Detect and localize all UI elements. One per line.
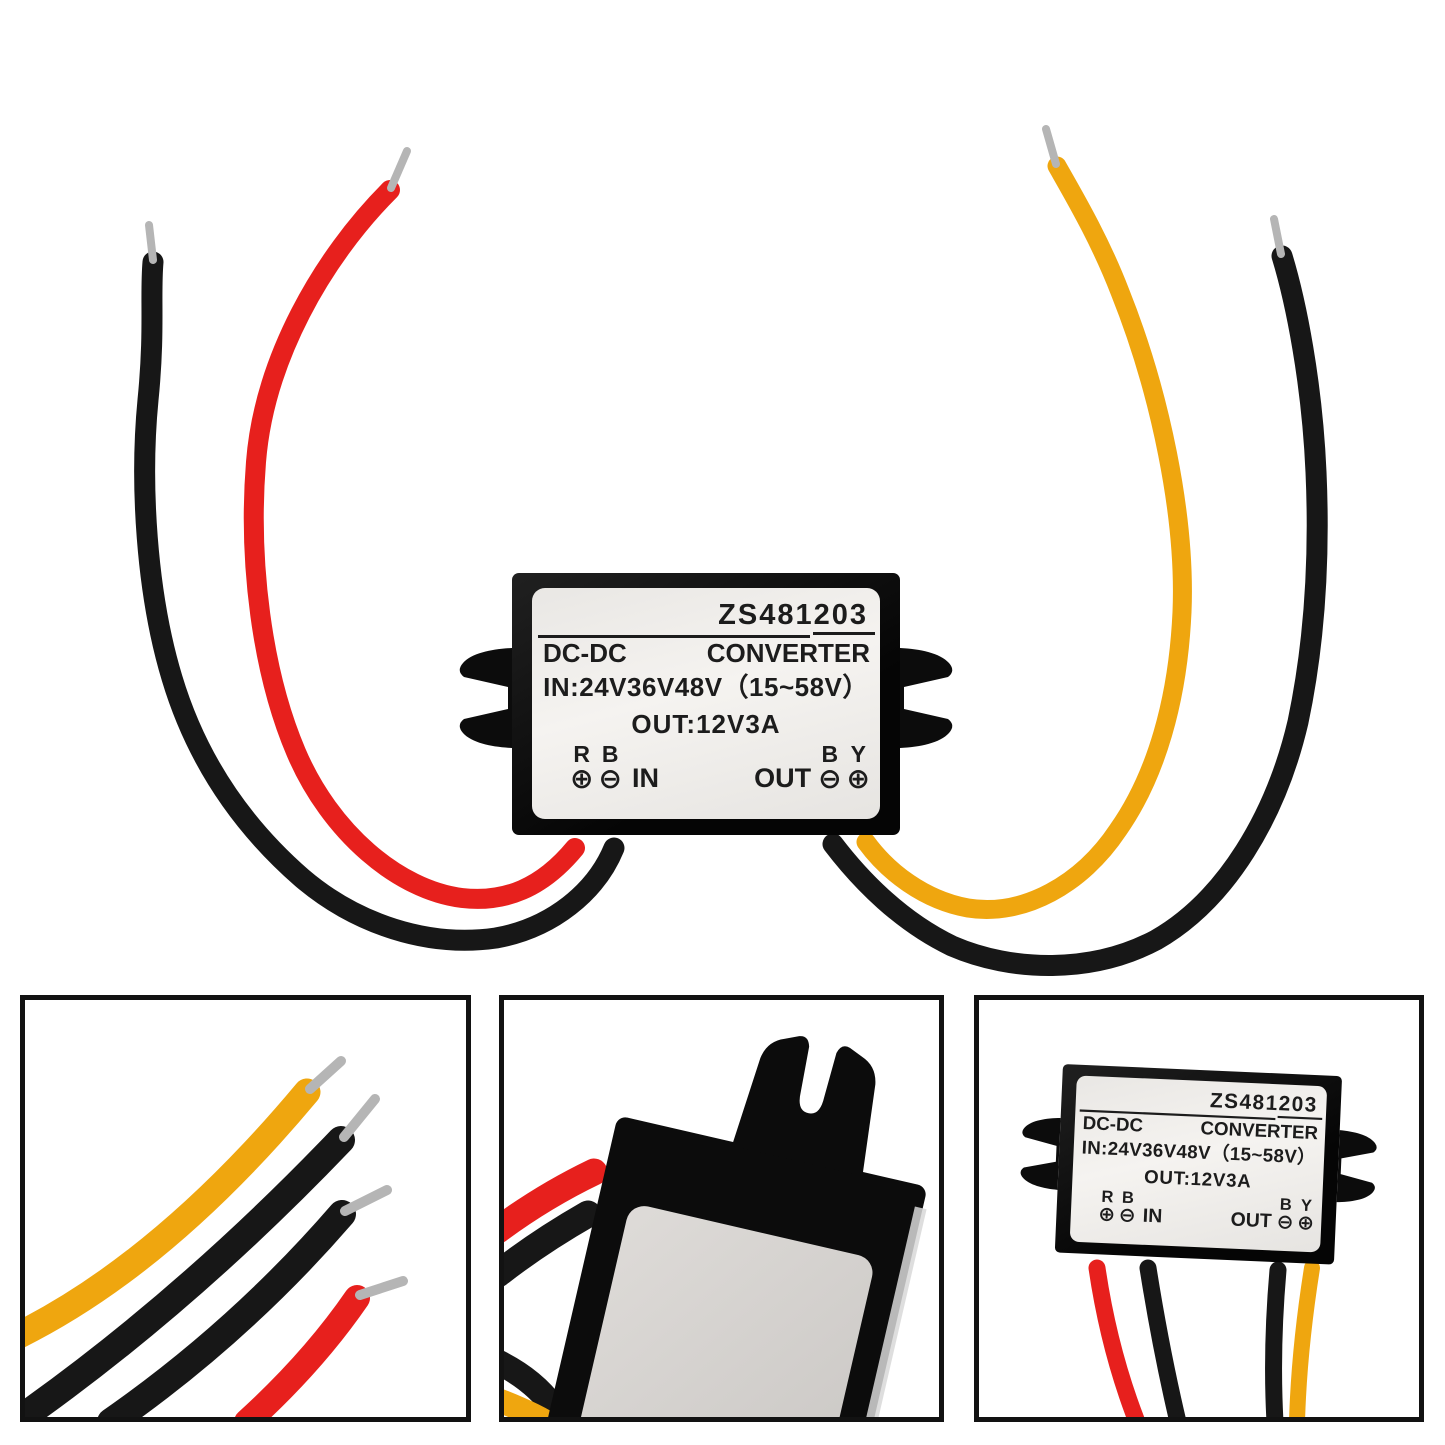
thumbnail-module-front: ZS481203 DC-DC CONVERTER IN:24V36V48V（15… [974, 995, 1424, 1422]
black-output-wire [822, 245, 1328, 976]
minus-screw-icon: ⊖ [598, 762, 622, 795]
red-wire-tip [355, 1276, 408, 1300]
output-terminal-black: B ⊖ [818, 741, 842, 795]
mounting-tabs [1020, 1117, 1377, 1203]
red-wire [504, 1158, 608, 1243]
type-right: CONVERTER [706, 638, 870, 668]
black-output-wire-tip [1270, 215, 1285, 258]
spec-label: ZS481203 DC-DC CONVERTER IN:24V36V48V（15… [532, 588, 880, 819]
red-wire-end [235, 1285, 370, 1417]
black-wire-tip-1 [339, 1094, 380, 1142]
plus-screw-icon: ⊕ [570, 762, 594, 795]
type-row: DC-DC CONVERTER [532, 638, 880, 668]
label-divider [532, 631, 880, 638]
model-number: ZS481203 [718, 599, 868, 631]
minus-screw-icon: ⊖ [1276, 1209, 1295, 1235]
right-mounting-tab-icon [900, 648, 953, 748]
yellow-wire-bottom [504, 1389, 557, 1417]
output-terminals: OUT B ⊖ Y ⊕ [754, 741, 870, 795]
type-left: DC-DC [1082, 1111, 1144, 1136]
output-terminal-yellow: Y ⊕ [846, 741, 870, 795]
black-wire-end-2 [98, 1200, 356, 1417]
minus-screw-icon: ⊖ [818, 762, 842, 795]
left-mounting-tab-icon [1020, 1117, 1061, 1190]
yellow-wire-tip [305, 1056, 346, 1094]
yellow-output-wire [856, 156, 1192, 919]
in-word: IN [1142, 1204, 1163, 1227]
yellow-output-wire-tip [1042, 125, 1060, 168]
wire-code-b-out: B [821, 741, 839, 767]
module-housing: ZS481203 DC-DC CONVERTER IN:24V36V48V（15… [1054, 1064, 1343, 1265]
black-wire-end-1 [25, 1126, 355, 1417]
mounting-tab-graphic [504, 1036, 927, 1417]
input-terminals: R ⊕ B ⊖ IN [1097, 1187, 1164, 1228]
module-housing: ZS481203 DC-DC CONVERTER IN:24V36V48V（15… [512, 573, 900, 835]
type-right: CONVERTER [1200, 1116, 1319, 1144]
wire-code-b: B [601, 741, 619, 767]
out-word: OUT [1230, 1208, 1273, 1232]
out-word: OUT [754, 763, 812, 793]
mounting-tabs [459, 648, 953, 748]
input-terminal-red: R ⊕ [570, 741, 594, 795]
black-wire-2 [1265, 1261, 1287, 1417]
black-input-wire-tip [145, 221, 157, 264]
thumbnail-wire-ends [20, 995, 471, 1422]
converter-module-small: ZS481203 DC-DC CONVERTER IN:24V36V48V（15… [1020, 1064, 1377, 1265]
wire-code-y: Y [850, 741, 866, 767]
thumbnail-mounting-tab [499, 995, 944, 1422]
module-front-wires [1088, 1259, 1320, 1417]
terminal-row: R ⊕ B ⊖ IN OUT B ⊖ [532, 739, 880, 795]
black-wire-1 [1139, 1259, 1186, 1417]
u-slot-mounting-tab-icon [731, 1036, 876, 1176]
minus-screw-icon: ⊖ [1118, 1202, 1137, 1228]
input-terminal-black: B ⊖ [598, 741, 622, 795]
left-mounting-tab-icon [459, 648, 512, 748]
yellow-wire-end [25, 1078, 321, 1348]
output-terminals: OUT B ⊖ Y ⊕ [1230, 1194, 1315, 1235]
plus-screw-icon: ⊕ [1097, 1201, 1116, 1227]
output-spec: OUT:12V3A [631, 709, 781, 739]
black-wire-tip-2 [340, 1185, 392, 1216]
wire-ends-graphic [25, 1056, 408, 1417]
red-input-wire-tip [387, 147, 411, 192]
type-left: DC-DC [543, 638, 627, 668]
output-terminal-black: B ⊖ [1276, 1195, 1295, 1235]
converter-module: ZS481203 DC-DC CONVERTER IN:24V36V48V（15… [459, 573, 953, 835]
divider-line-short [813, 632, 875, 635]
red-input-wire [243, 180, 585, 909]
module-side-edge [824, 1206, 927, 1417]
wire-code-r: R [573, 741, 591, 767]
input-terminal-black: B ⊖ [1118, 1188, 1137, 1228]
module-angled-view [523, 1036, 927, 1417]
black-wire [504, 1200, 602, 1287]
right-mounting-tab-icon [1336, 1130, 1377, 1203]
output-terminal-yellow: Y ⊕ [1296, 1195, 1315, 1235]
red-wire [1088, 1259, 1145, 1417]
divider-line-short [1277, 1115, 1323, 1120]
blank-label-face [557, 1206, 873, 1417]
main-wire-leads [134, 125, 1328, 976]
input-spec: IN:24V36V48V（15~58V） [543, 672, 869, 702]
yellow-wire [1289, 1260, 1320, 1417]
input-terminal-red: R ⊕ [1097, 1187, 1116, 1227]
divider-line-long [538, 635, 810, 638]
plus-screw-icon: ⊕ [1296, 1210, 1315, 1235]
plus-screw-icon: ⊕ [846, 762, 870, 795]
input-terminals: R ⊕ B ⊖ IN [570, 741, 659, 795]
black-input-wire [134, 251, 625, 951]
in-word: IN [631, 763, 659, 793]
spec-label: ZS481203 DC-DC CONVERTER IN:24V36V48V（15… [1069, 1075, 1328, 1253]
